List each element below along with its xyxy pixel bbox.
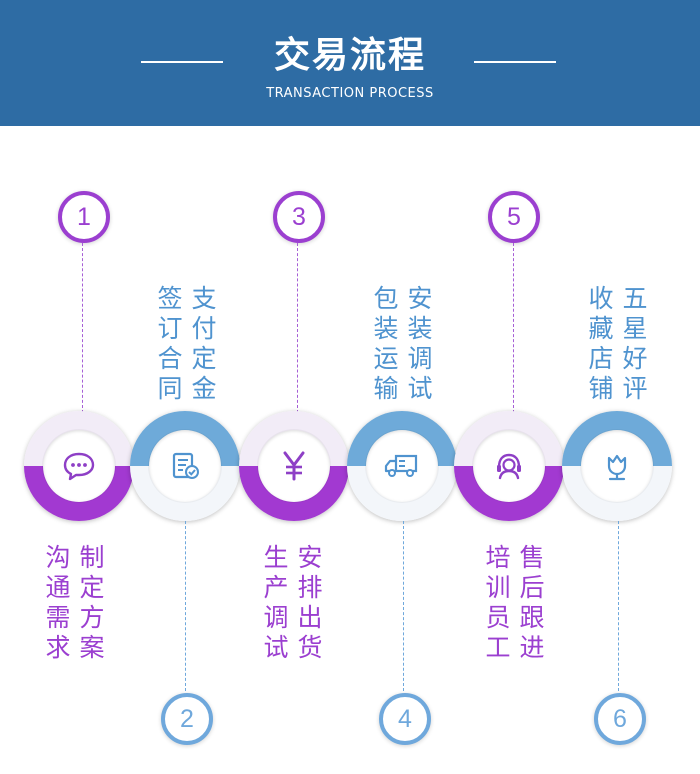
document-check-icon [172, 452, 199, 479]
step-3-connector [297, 243, 298, 413]
step-2-text-b: 支付定金 [191, 284, 217, 403]
step-4-ring [347, 411, 457, 521]
step-6-text-a: 收藏店铺 [588, 284, 614, 403]
headset-icon [497, 453, 521, 480]
tulip-icon [607, 454, 627, 481]
step-1-connector [82, 243, 83, 413]
step-1-icon-holder [43, 430, 115, 502]
step-5-text-b: 售后跟进 [519, 543, 545, 662]
step-4-connector [403, 521, 404, 691]
step-1-ring [24, 411, 134, 521]
step-3-text-b: 安排出货 [297, 543, 323, 662]
step-5-text-a: 培训员工 [485, 543, 511, 662]
step-2-connector [185, 521, 186, 691]
step-6-text-b: 五星好评 [622, 284, 648, 403]
page-title: 交易流程 [273, 35, 426, 76]
step-5-icon-holder [473, 430, 545, 502]
step-6-ring [562, 411, 672, 521]
step-1-number: 1 [58, 191, 110, 243]
step-2-ring [130, 411, 240, 521]
step-3-text-a: 生产调试 [263, 543, 289, 662]
step-5-number: 5 [488, 191, 540, 243]
step-3-icon-holder [258, 430, 330, 502]
step-3-number: 3 [273, 191, 325, 243]
title-left-line [141, 61, 223, 63]
delivery-truck-icon [384, 454, 418, 477]
step-1-text-b: 制定方案 [79, 543, 105, 662]
step-6-connector [618, 521, 619, 691]
step-5-ring [454, 411, 564, 521]
step-4-icon-holder [366, 430, 438, 502]
chat-bubble-icon [63, 452, 95, 481]
step-6-icon-holder [581, 430, 653, 502]
step-6-number: 6 [594, 693, 646, 745]
page-subtitle: TRANSACTION PROCESS [266, 86, 434, 101]
step-4-text-b: 安装调试 [407, 284, 433, 403]
step-2-number: 2 [161, 693, 213, 745]
step-4-number: 4 [379, 693, 431, 745]
header-banner: 交易流程 TRANSACTION PROCESS [0, 0, 700, 126]
step-1-text-a: 沟通需求 [45, 543, 71, 662]
step-3-ring [239, 411, 349, 521]
step-5-connector [513, 243, 514, 413]
step-4-text-a: 包装运输 [373, 284, 399, 403]
step-2-icon-holder [149, 430, 221, 502]
step-2-text-a: 签订合同 [157, 284, 183, 403]
yen-icon [283, 451, 305, 481]
title-right-line [474, 61, 556, 63]
